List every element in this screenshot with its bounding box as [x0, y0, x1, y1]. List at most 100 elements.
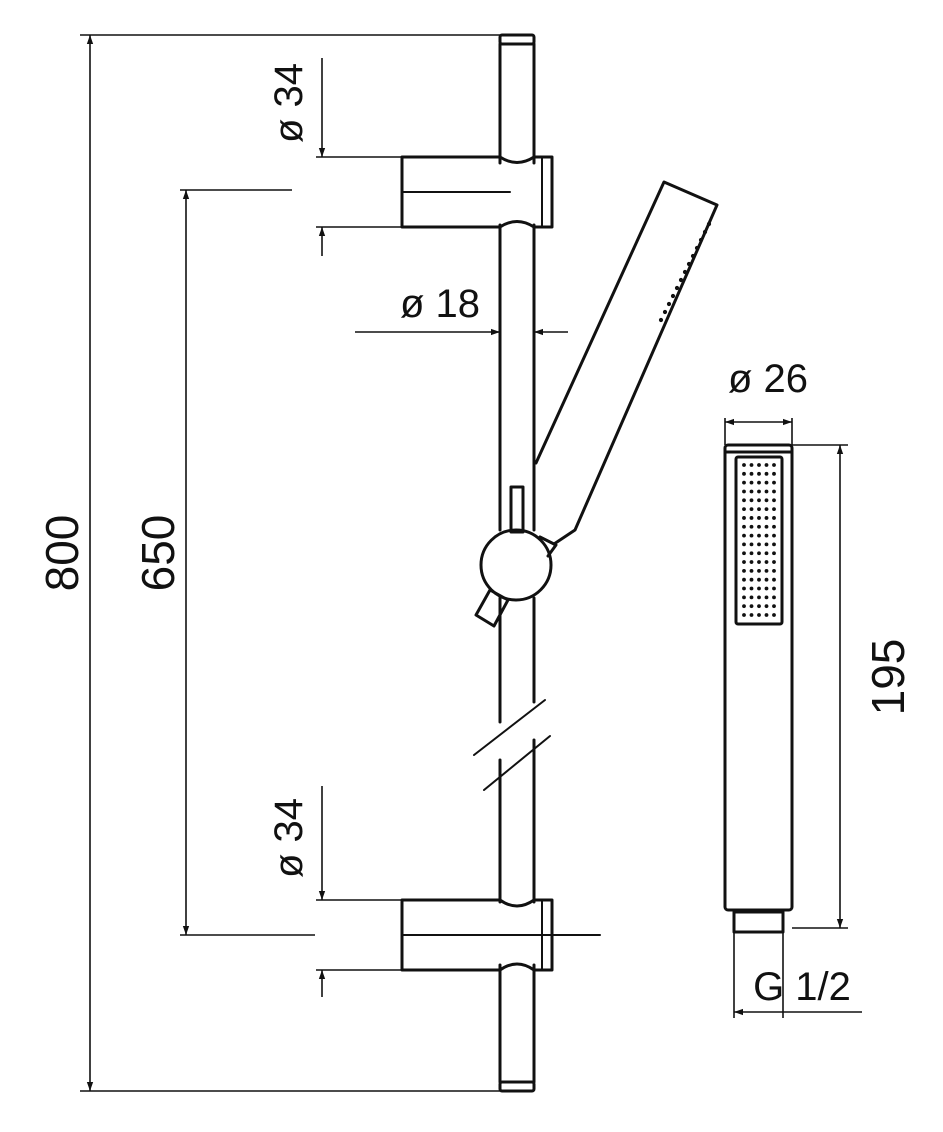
nozzle-dot [764, 604, 769, 609]
nozzle-dot [749, 516, 754, 520]
nozzle-dot [757, 586, 761, 591]
label-connection-thread: G 1/2 [753, 965, 851, 1009]
nozzle-row [658, 221, 712, 323]
nozzle-dot [764, 498, 769, 503]
nozzle-dot [742, 480, 746, 485]
nozzle-dot [772, 507, 776, 512]
label-bracket-spacing: 650 [132, 515, 184, 592]
dimension-rail-diameter: ø 18 [355, 282, 568, 336]
nozzle-dot [742, 489, 746, 494]
nozzle-dot [764, 489, 769, 494]
nozzle-dot [749, 489, 754, 494]
nozzle-dot [757, 560, 761, 564]
nozzle-dot [764, 524, 769, 529]
nozzle-dot [742, 498, 746, 503]
nozzle-dot [772, 463, 776, 467]
nozzle-dot [764, 463, 769, 467]
nozzle-dot [742, 533, 746, 538]
label-handshower-length: 195 [862, 639, 914, 716]
nozzle-dot [764, 613, 769, 617]
nozzle-dot [749, 586, 754, 591]
nozzle-dot [742, 542, 746, 547]
nozzle-dot [757, 524, 761, 529]
nozzle-dot [749, 471, 754, 476]
nozzle-dot [764, 542, 769, 547]
nozzle-dot [757, 516, 761, 520]
nozzle-dot [749, 560, 754, 564]
nozzle-dot [742, 471, 746, 476]
nozzle-dot [764, 516, 769, 520]
nozzle-dot [772, 551, 776, 556]
nozzle-dot [742, 586, 746, 591]
nozzle-dot [757, 471, 761, 476]
dimension-total-length: 800 [36, 34, 500, 1092]
nozzle-dot [772, 586, 776, 591]
nozzle-dot [757, 489, 761, 494]
nozzle-dot [749, 498, 754, 503]
nozzle-dot [772, 489, 776, 494]
nozzle-dot [757, 507, 761, 512]
dimension-bracket-spacing: 650 [132, 189, 315, 936]
hand-shower-front-view [723, 443, 794, 934]
nozzle-dot [749, 480, 754, 485]
nozzle-dot [757, 498, 761, 503]
label-handshower-diameter: ø 26 [728, 357, 808, 401]
nozzle-dot [764, 533, 769, 538]
nozzle-dot [764, 595, 769, 600]
nozzle-dot [757, 551, 761, 556]
nozzle-dot [764, 577, 769, 582]
nozzle-dot [742, 560, 746, 564]
label-rail-diameter: ø 18 [400, 282, 480, 326]
nozzle-dot [757, 568, 761, 573]
slider [474, 485, 558, 628]
dimension-bracket-top-diameter: ø 34 [267, 58, 402, 256]
nozzle-dot [742, 507, 746, 512]
nozzle-dot [742, 604, 746, 609]
nozzle-dot [764, 480, 769, 485]
nozzle-dot [742, 595, 746, 600]
nozzle-dot [757, 480, 761, 485]
nozzle-dot [772, 604, 776, 609]
nozzle-dot [757, 604, 761, 609]
nozzle-dot [764, 471, 769, 476]
nozzle-dot [772, 524, 776, 529]
nozzle-dot [749, 595, 754, 600]
nozzle-dot [749, 577, 754, 582]
nozzle-dot [772, 577, 776, 582]
nozzle-dot [772, 613, 776, 617]
nozzle-dot [749, 507, 754, 512]
nozzle-dot [749, 463, 754, 467]
dimension-handshower-length: 195 [792, 444, 914, 929]
nozzle-dot [742, 568, 746, 573]
label-bracket-bottom-diameter: ø 34 [267, 798, 311, 878]
nozzle-dot [772, 560, 776, 564]
nozzle-dot [764, 568, 769, 573]
nozzle-dot [749, 551, 754, 556]
break-marks [473, 699, 551, 791]
nozzle-grid [742, 463, 776, 617]
slide-rail [498, 33, 536, 1093]
nozzle-dot [742, 577, 746, 582]
nozzle-dot [772, 533, 776, 538]
nozzle-dot [764, 507, 769, 512]
nozzle-dot [772, 568, 776, 573]
nozzle-dot [772, 516, 776, 520]
nozzle-dot [764, 551, 769, 556]
nozzle-dot [764, 560, 769, 564]
nozzle-dot [764, 586, 769, 591]
label-total-length: 800 [36, 515, 88, 592]
dimension-connection-thread: G 1/2 [733, 932, 862, 1018]
nozzle-dot [749, 542, 754, 547]
nozzle-dot [749, 533, 754, 538]
nozzle-dot [757, 533, 761, 538]
wall-bracket-top [400, 155, 554, 229]
nozzle-dot [757, 463, 761, 467]
nozzle-dot [742, 613, 746, 617]
nozzle-dot [749, 568, 754, 573]
dimension-bracket-bottom-diameter: ø 34 [267, 786, 402, 997]
nozzle-dot [757, 542, 761, 547]
nozzle-dot [742, 551, 746, 556]
nozzle-dot [749, 524, 754, 529]
nozzle-dot [757, 613, 761, 617]
